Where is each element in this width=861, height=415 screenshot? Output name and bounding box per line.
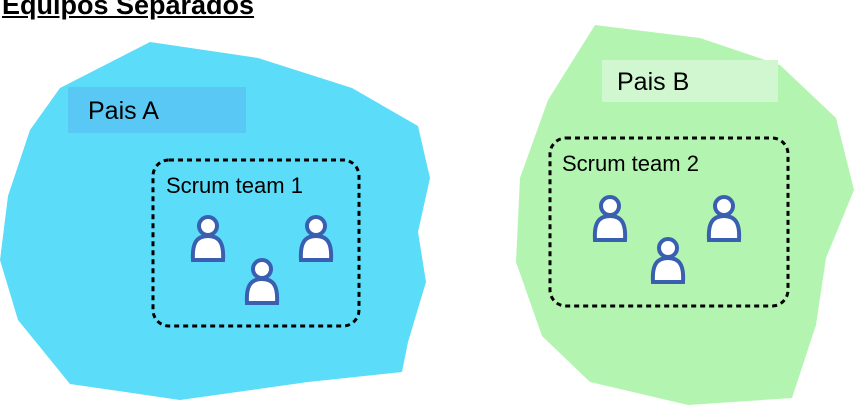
region-b-shape [516, 25, 854, 405]
person-icon [706, 195, 742, 242]
person-icon [190, 215, 226, 262]
region-b-label: Pais B [617, 68, 689, 96]
scrum-team-1-box [151, 158, 361, 328]
person-icon [650, 237, 686, 284]
person-icon [592, 195, 628, 242]
scrum-team-2-label: Scrum team 2 [562, 151, 699, 176]
person-icon [298, 215, 334, 262]
scrum-team-1-label: Scrum team 1 [166, 173, 303, 198]
region-a-label-box [68, 87, 246, 133]
region-b-label-box [602, 60, 778, 102]
region-pais-b: Pais B Scrum team 2 [516, 25, 854, 405]
person-icon [244, 258, 280, 305]
region-pais-a: Pais A Scrum team 1 [0, 42, 430, 400]
scrum-team-2-box [548, 136, 790, 308]
region-a-label: Pais A [88, 97, 159, 125]
diagram-title: Equipos Separados [2, 0, 255, 20]
